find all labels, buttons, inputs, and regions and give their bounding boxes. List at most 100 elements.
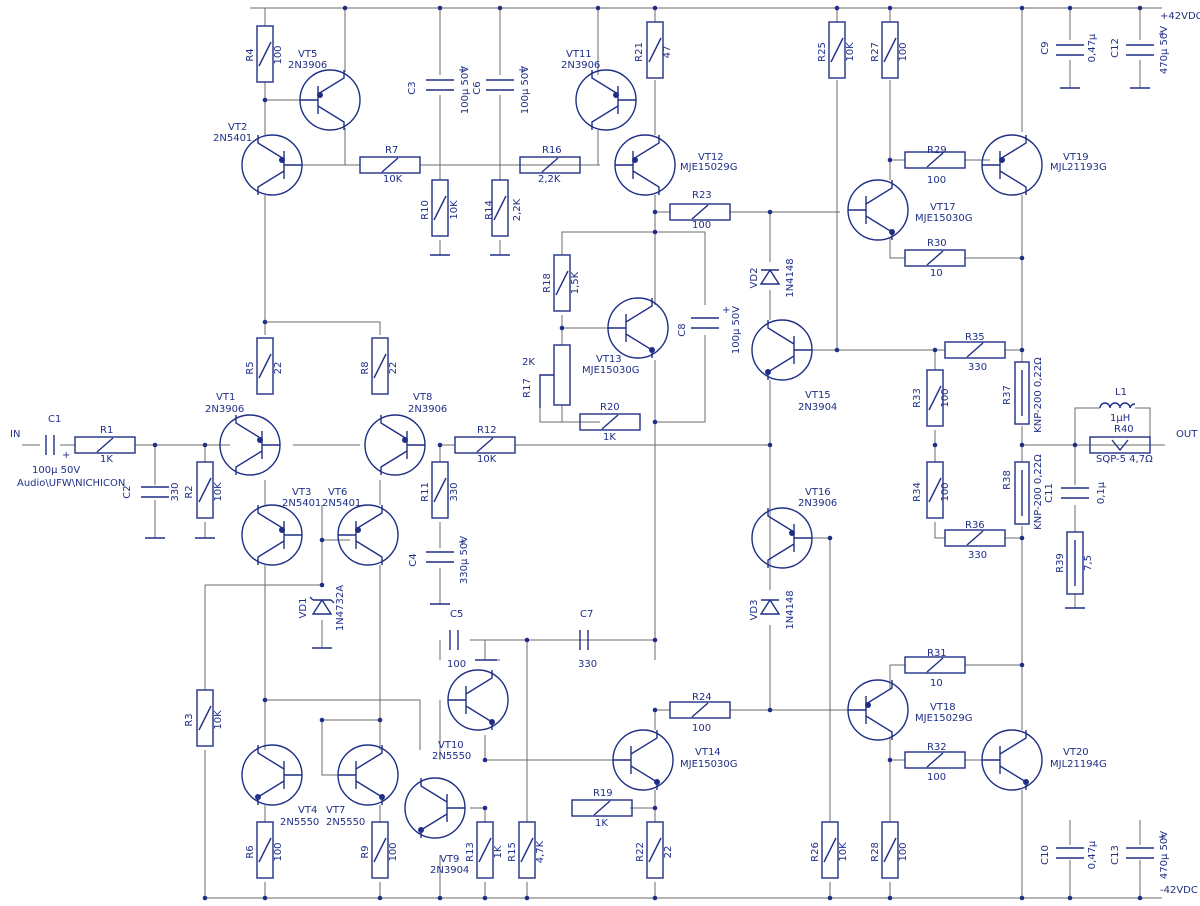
junction-dot: [1019, 535, 1025, 541]
r19-slash: [593, 800, 611, 816]
r19-resistor: [571, 799, 633, 817]
c4-value-label: 330µ 50V: [459, 536, 470, 584]
vt16-value-label: 2N3906: [798, 498, 837, 509]
vd2-ref-label: VD2: [749, 268, 760, 289]
vt8-transistor-lower-lead: [380, 450, 408, 475]
c11-ref-label: C11: [1044, 483, 1055, 503]
r16-resistor: [519, 156, 581, 174]
r14-value-label: 2,2K: [512, 198, 523, 221]
r38-value-label: KNP-200 0,22Ω: [1033, 454, 1044, 530]
wire-segment: [561, 405, 580, 423]
c1-note-label: Audio\UFW\NICHICON: [17, 478, 125, 489]
r26-value-label: 10K: [838, 842, 849, 862]
vt6-transistor-lower-lead: [355, 540, 383, 565]
vt12-transistor-emitter-arrow: [632, 157, 638, 163]
junction-dot: [652, 707, 658, 713]
r31-slash: [926, 657, 944, 673]
wire-segment: [470, 807, 486, 898]
r1-resistor: [74, 436, 136, 454]
r13-slash: [478, 837, 492, 863]
r10-resistor: [431, 179, 449, 237]
vt19-transistor-upper-lead: [999, 135, 1027, 160]
r30-slash: [926, 250, 944, 266]
vt15-transistor-upper-lead: [767, 320, 795, 345]
r40-ref-label: R40: [1114, 424, 1134, 435]
r21-ref-label: R21: [634, 42, 645, 62]
vt7-transistor-upper-lead: [355, 745, 383, 770]
vd1-ref-label: VD1: [298, 598, 309, 619]
vt16-transistor-lower-lead: [767, 543, 795, 568]
vt6-transistor-emitter-arrow: [355, 527, 361, 533]
junction-dot: [1137, 895, 1143, 901]
r12-ref-label: R12: [477, 425, 497, 436]
wire-segment: [484, 640, 615, 761]
l1-value-label: 1µH: [1110, 413, 1130, 424]
c2-ref-label: C2: [122, 485, 133, 498]
schematic-components: [45, 5, 1154, 901]
r33-slash: [928, 385, 942, 411]
r3-value-label: 10K: [213, 710, 224, 730]
vt9-transistor-emitter-arrow: [418, 827, 424, 833]
wire-segment: [264, 805, 381, 898]
junction-dot: [262, 97, 268, 103]
r9-resistor: [371, 821, 389, 879]
r5-value-label: 22: [273, 362, 284, 375]
input-label: IN: [10, 429, 20, 440]
junction-dot: [1072, 442, 1078, 448]
junction-dot: [319, 717, 325, 723]
junction-dot: [652, 895, 658, 901]
vt8-ref-label: VT8: [413, 392, 432, 403]
junction-dot: [1019, 662, 1025, 668]
c10-capacitor: [1056, 847, 1084, 859]
r39-ref-label: R39: [1055, 553, 1066, 573]
wire-segment: [265, 699, 421, 776]
vt8-transistor-emitter-arrow: [402, 437, 408, 443]
c7-ref-label: C7: [580, 609, 593, 620]
r35-ref-label: R35: [965, 332, 985, 343]
r23-resistor: [669, 203, 731, 221]
r11-value-label: 330: [449, 482, 460, 501]
r3-resistor: [196, 689, 214, 747]
vt5-value-label: 2N3906: [288, 60, 327, 71]
vt9-transistor-lower-lead: [420, 813, 448, 838]
junction-dot: [482, 895, 488, 901]
c9-capacitor: [1056, 44, 1084, 56]
r25-ref-label: R25: [817, 42, 828, 62]
polarity-plus-mark: +: [518, 65, 526, 76]
r9-slash: [373, 837, 387, 863]
r3-slash: [198, 705, 212, 731]
vt2-value-label: 2N5401: [213, 133, 252, 144]
r24-ref-label: R24: [692, 692, 712, 703]
c9-ref-label: C9: [1040, 41, 1051, 54]
vt17-value-label: MJE15030G: [915, 213, 972, 224]
vd3-ref-label: VD3: [749, 600, 760, 621]
r7-ref-label: R7: [385, 145, 398, 156]
r6-slash: [258, 837, 272, 863]
r12-value-label: 10K: [477, 454, 497, 465]
output-label: OUT: [1176, 429, 1198, 440]
vt17-ref-label: VT17: [930, 202, 956, 213]
r17-value-label: 2K: [522, 357, 535, 368]
r33-ref-label: R33: [912, 388, 923, 408]
r9-ref-label: R9: [360, 845, 371, 858]
vd1-value-label: 1N4732A: [335, 585, 346, 631]
junction-dot: [497, 5, 503, 11]
vt18-ref-label: VT18: [930, 702, 956, 713]
wire-segment: [965, 8, 1023, 462]
junction-dot: [524, 637, 530, 643]
vt14-transistor-emitter-arrow: [654, 779, 660, 785]
r33-value-label: 100: [940, 388, 951, 407]
junction-dot: [827, 895, 833, 901]
vt13-value-label: MJE15030G: [582, 365, 639, 376]
r27-ref-label: R27: [870, 42, 881, 62]
r22-slash: [648, 837, 662, 863]
vd1-zener-tips: [309, 596, 335, 604]
vt17-transistor-emitter-arrow: [889, 229, 895, 235]
vt3-transistor-lower-lead: [257, 540, 285, 565]
r21-slash: [648, 37, 662, 63]
vt16-ref-label: VT16: [805, 487, 831, 498]
r17-potentiometer: [553, 344, 571, 406]
c4-ref-label: C4: [408, 553, 419, 566]
wire-segment: [264, 99, 381, 335]
